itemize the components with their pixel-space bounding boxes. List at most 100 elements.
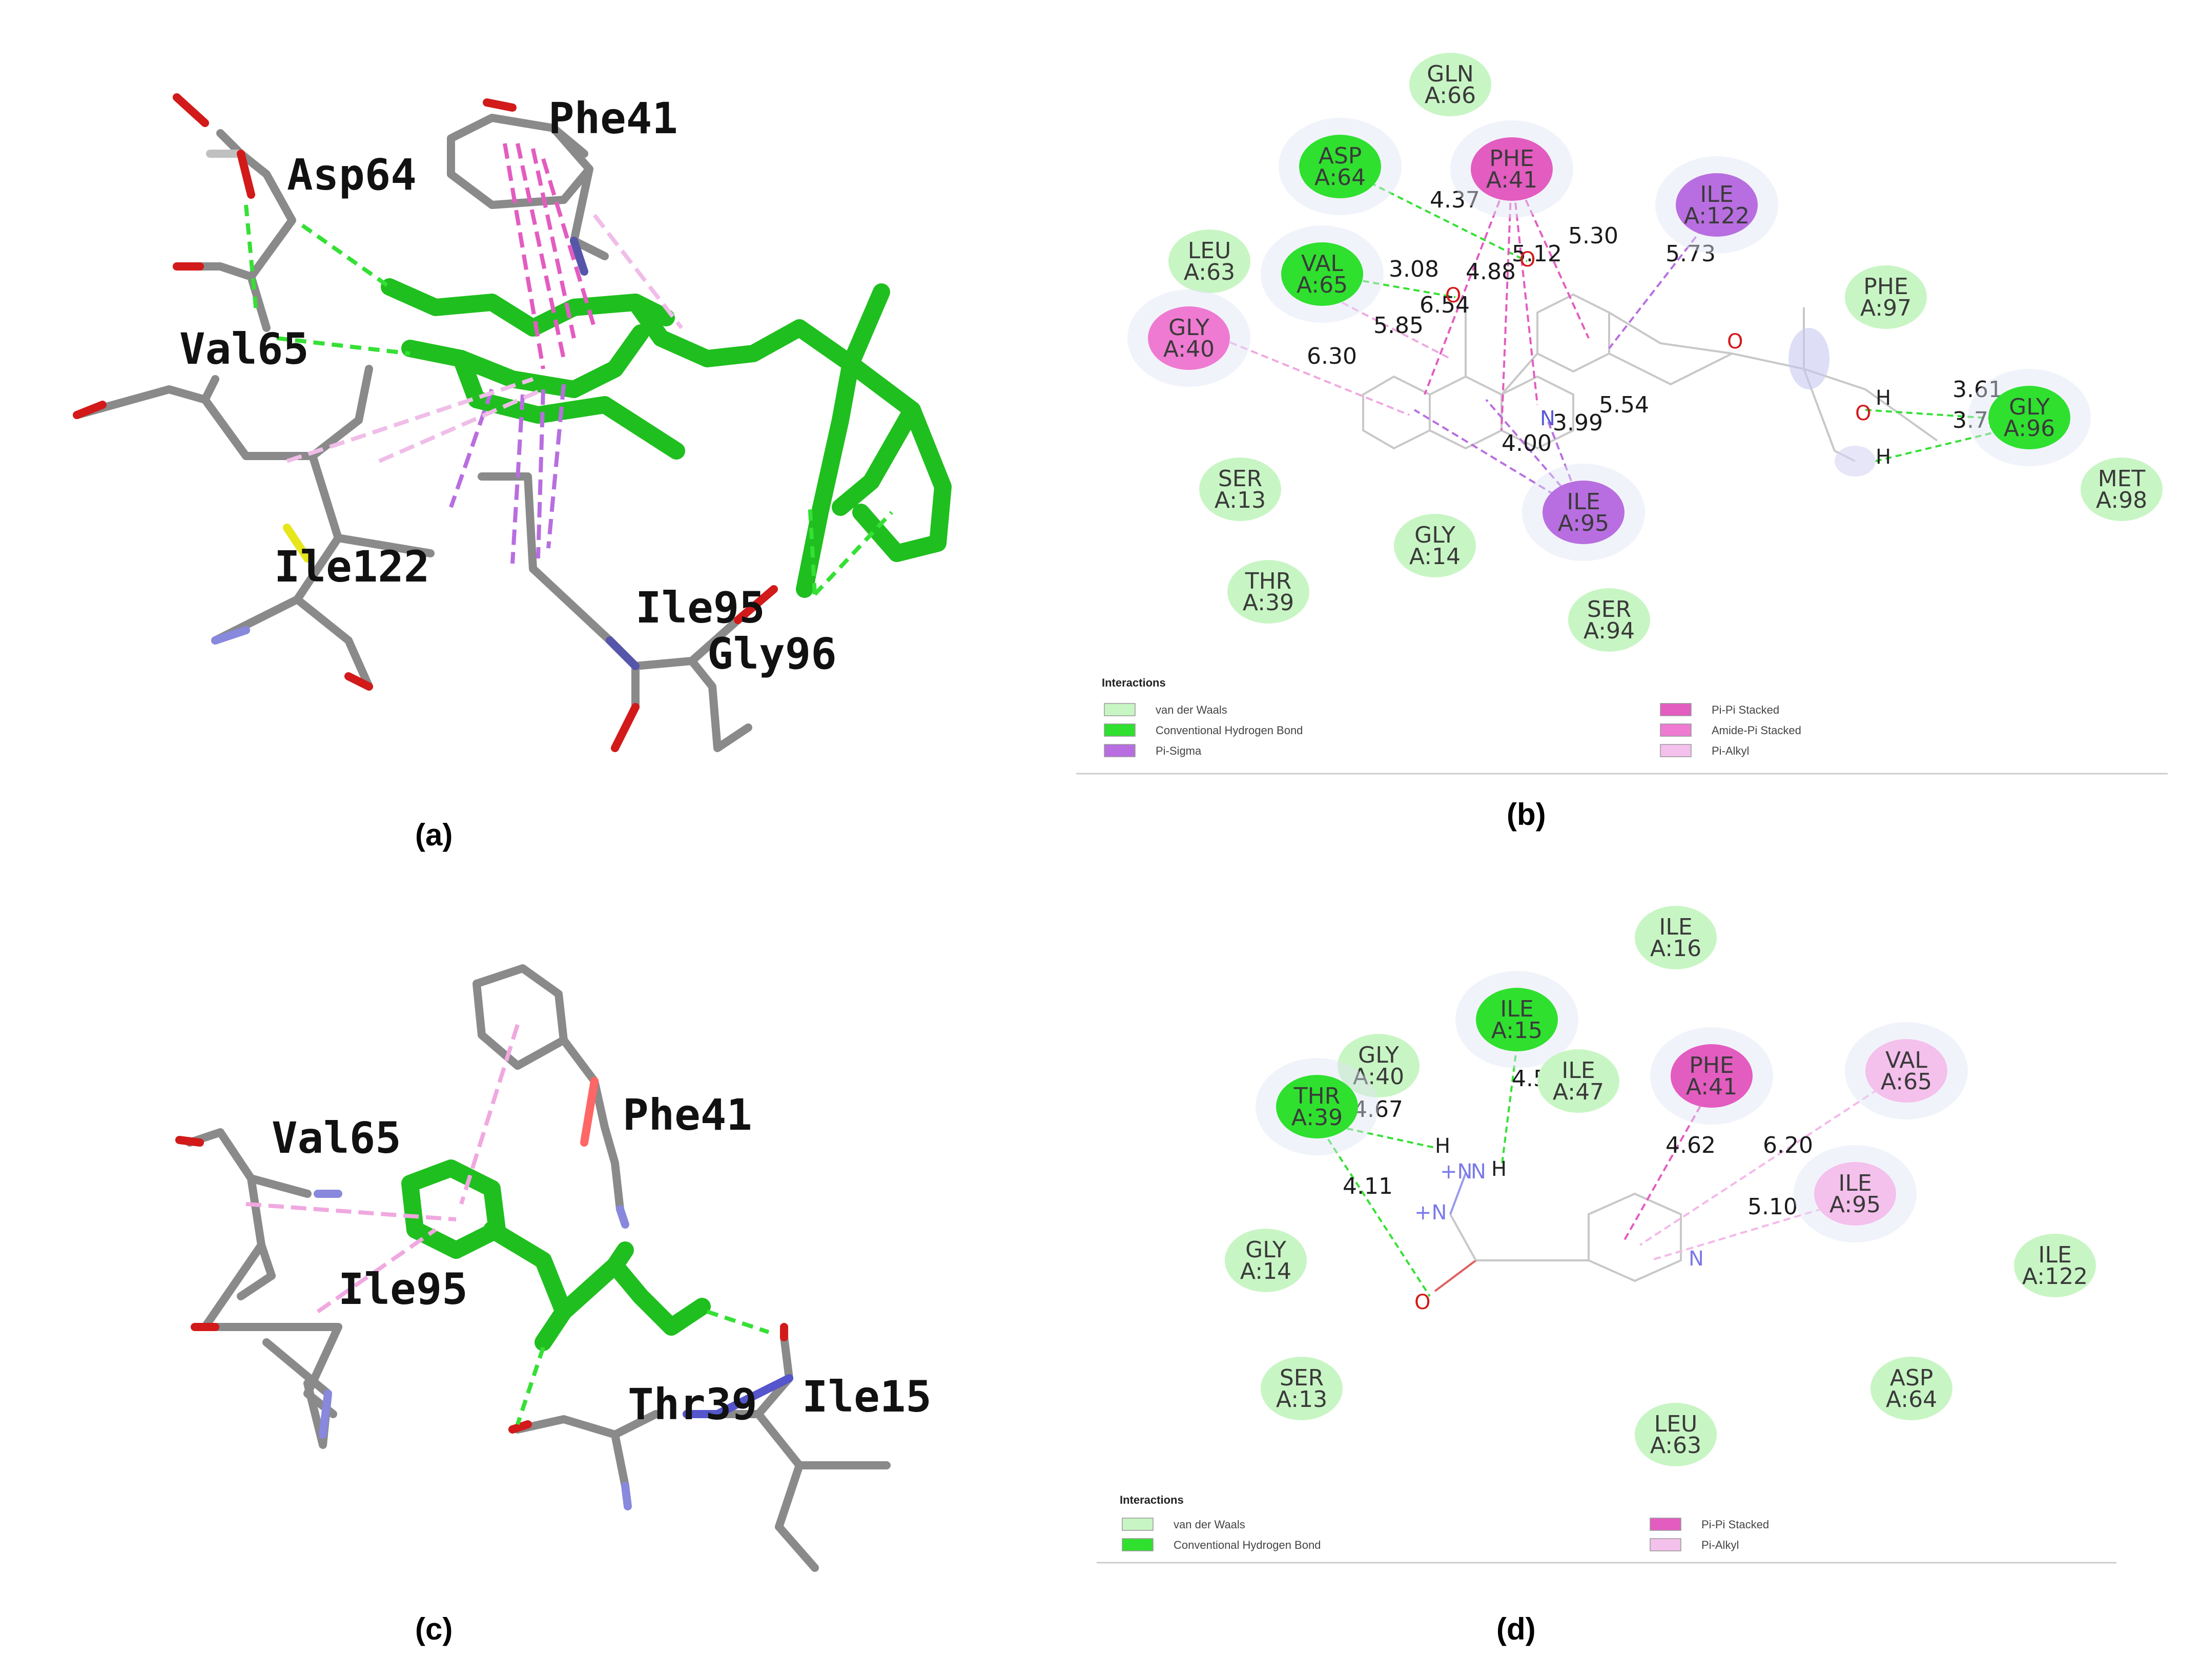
panel-d-legend-pialkyl: Pi-Alkyl xyxy=(1701,1539,1739,1551)
panel-b-ligand-skeleton xyxy=(1362,293,1938,462)
panel-label-b: (b) xyxy=(1507,797,1546,832)
panel-d-legend: Interactions van der Waals Conventional … xyxy=(1097,1494,2116,1564)
panel-d-legend-swatch-pialkyl xyxy=(1650,1538,1681,1551)
panel-d-residue-id: A:122 xyxy=(2022,1263,2088,1290)
panel-d-residue-name: LEU xyxy=(1654,1411,1698,1437)
panel-b-residue-bubble xyxy=(1845,265,1927,329)
panel-b-residue-id: A:65 xyxy=(1297,272,1348,298)
panel-b-residue-bubble xyxy=(1199,458,1281,521)
panel-d-residue-name: PHE xyxy=(1689,1052,1734,1078)
panel-d-residue-bubble xyxy=(1276,1075,1358,1138)
panel-a-label-val65: Val65 xyxy=(179,324,309,374)
panel-d-residue-name: ILE xyxy=(1659,914,1692,940)
panel-b-dist-5: 3.08 xyxy=(1389,256,1439,282)
panel-d-residue-id: A:40 xyxy=(1353,1064,1404,1090)
panel-d-atom-o: O xyxy=(1414,1291,1430,1314)
panel-b-dist-9: 6.30 xyxy=(1307,343,1357,369)
panel-b-legend-hbond: Conventional Hydrogen Bond xyxy=(1156,724,1303,737)
panel-b-residue-name: PHE xyxy=(1489,146,1534,172)
panel-b-dist-8: 5.85 xyxy=(1373,313,1424,339)
panel-a-label-ile95: Ile95 xyxy=(635,583,765,633)
panel-b-residue-bubble xyxy=(1168,230,1250,293)
panel-d-residue-name: THR xyxy=(1293,1083,1341,1109)
panel-b-solvent-shade xyxy=(1788,328,1829,389)
panel-d-residue-name: SER xyxy=(1280,1365,1324,1391)
panel-d-atom-n1: +N xyxy=(1440,1160,1472,1184)
panel-d-dist-6: 5.10 xyxy=(1747,1194,1798,1220)
panel-b-dist-10: 5.54 xyxy=(1599,392,1649,418)
panel-b-residue-name: GLN xyxy=(1427,61,1474,87)
panel-b-residue-name: SER xyxy=(1218,466,1262,492)
panel-b-residue-id: A:94 xyxy=(1584,618,1635,644)
panel-d-atom-h1: H xyxy=(1435,1134,1450,1158)
panel-d-residue-name: ILE xyxy=(1500,996,1533,1022)
panel-d-residue-id: A:39 xyxy=(1291,1105,1343,1131)
panel-d-residue-bubble xyxy=(1814,1162,1896,1226)
panel-b-residue-id: A:14 xyxy=(1409,544,1461,570)
panel-a-ligand xyxy=(381,278,952,598)
panel-b-residue-id: A:66 xyxy=(1425,82,1476,109)
panel-b-residue-bubble xyxy=(1394,514,1476,577)
panel-b-dist-6: 4.88 xyxy=(1466,259,1516,285)
panel-b-atom-o3: O xyxy=(1727,330,1743,354)
panel-b-legend-swatch-amidepi xyxy=(1660,723,1692,737)
panel-b-residue-name: ASP xyxy=(1319,143,1362,169)
panel-d-residue-bubble xyxy=(1671,1044,1753,1108)
panel-b-legend-swatch-pisigma xyxy=(1104,744,1136,757)
panel-d-residue-name: VAL xyxy=(1885,1047,1927,1073)
panel-b-residue-name: GLY xyxy=(2009,394,2050,420)
panel-b-legend-pipi: Pi-Pi Stacked xyxy=(1712,703,1779,716)
panel-b-residue-bubble xyxy=(1543,481,1625,544)
panel-b-legend-pisigma: Pi-Sigma xyxy=(1156,744,1202,757)
panel-d-dist-4: 6.20 xyxy=(1763,1132,1813,1158)
panel-d-residue-id: A:41 xyxy=(1686,1074,1737,1100)
panel-d-residue-bubble xyxy=(1537,1049,1619,1113)
panel-c-label-phe41: Phe41 xyxy=(623,1090,752,1140)
panel-d-residue-bubble xyxy=(1338,1034,1420,1097)
panel-b-legend-swatch-hbond xyxy=(1104,723,1136,737)
panel-d-residue-bubble xyxy=(1476,988,1558,1051)
panel-b-legend: Interactions van der Waals Conventional … xyxy=(1076,676,2168,775)
panel-d-legend-hbond: Conventional Hydrogen Bond xyxy=(1174,1539,1321,1551)
panel-d-residue-bubble xyxy=(1865,1039,1947,1103)
panel-b-residue-bubble xyxy=(1148,306,1230,370)
panel-b-residue-name: ILE xyxy=(1567,489,1600,515)
panel-c-ligand xyxy=(401,1159,711,1351)
panel-b-residue-id: A:122 xyxy=(1684,203,1750,229)
panel-b-legend-swatch-vdw xyxy=(1104,703,1136,716)
panel-d-residue-id: A:15 xyxy=(1491,1018,1543,1044)
panel-b-residue-id: A:39 xyxy=(1243,590,1294,616)
panel-b-atom-n: N xyxy=(1540,407,1555,430)
panel-b-residue-name: SER xyxy=(1587,596,1631,623)
panel-d-residue-name: GLY xyxy=(1245,1237,1286,1263)
panel-d-residue-bubble xyxy=(1635,906,1717,969)
panel-d-residue-id: A:47 xyxy=(1553,1079,1604,1105)
panel-d-residue-id: A:64 xyxy=(1886,1386,1937,1413)
panel-d-residue-bubble xyxy=(1225,1229,1307,1292)
panel-b-legend-swatch-pialkyl xyxy=(1660,744,1692,757)
panel-b-dist-11: 3.99 xyxy=(1553,410,1603,436)
panel-b-dist-3: 5.12 xyxy=(1512,241,1562,267)
panel-d-residue-id: A:13 xyxy=(1276,1386,1327,1413)
panel-b-dist-1: 4.37 xyxy=(1430,187,1480,213)
panel-a-interactions xyxy=(244,143,893,596)
panel-d-legend-vdw: van der Waals xyxy=(1174,1518,1245,1531)
panel-c-residue-labels: Val65 Phe41 Ile95 Thr39 Ile15 xyxy=(272,1090,932,1429)
panel-d-residue-name: GLY xyxy=(1358,1042,1399,1068)
panel-b-atoms: O O O O H H N xyxy=(1445,248,1891,469)
